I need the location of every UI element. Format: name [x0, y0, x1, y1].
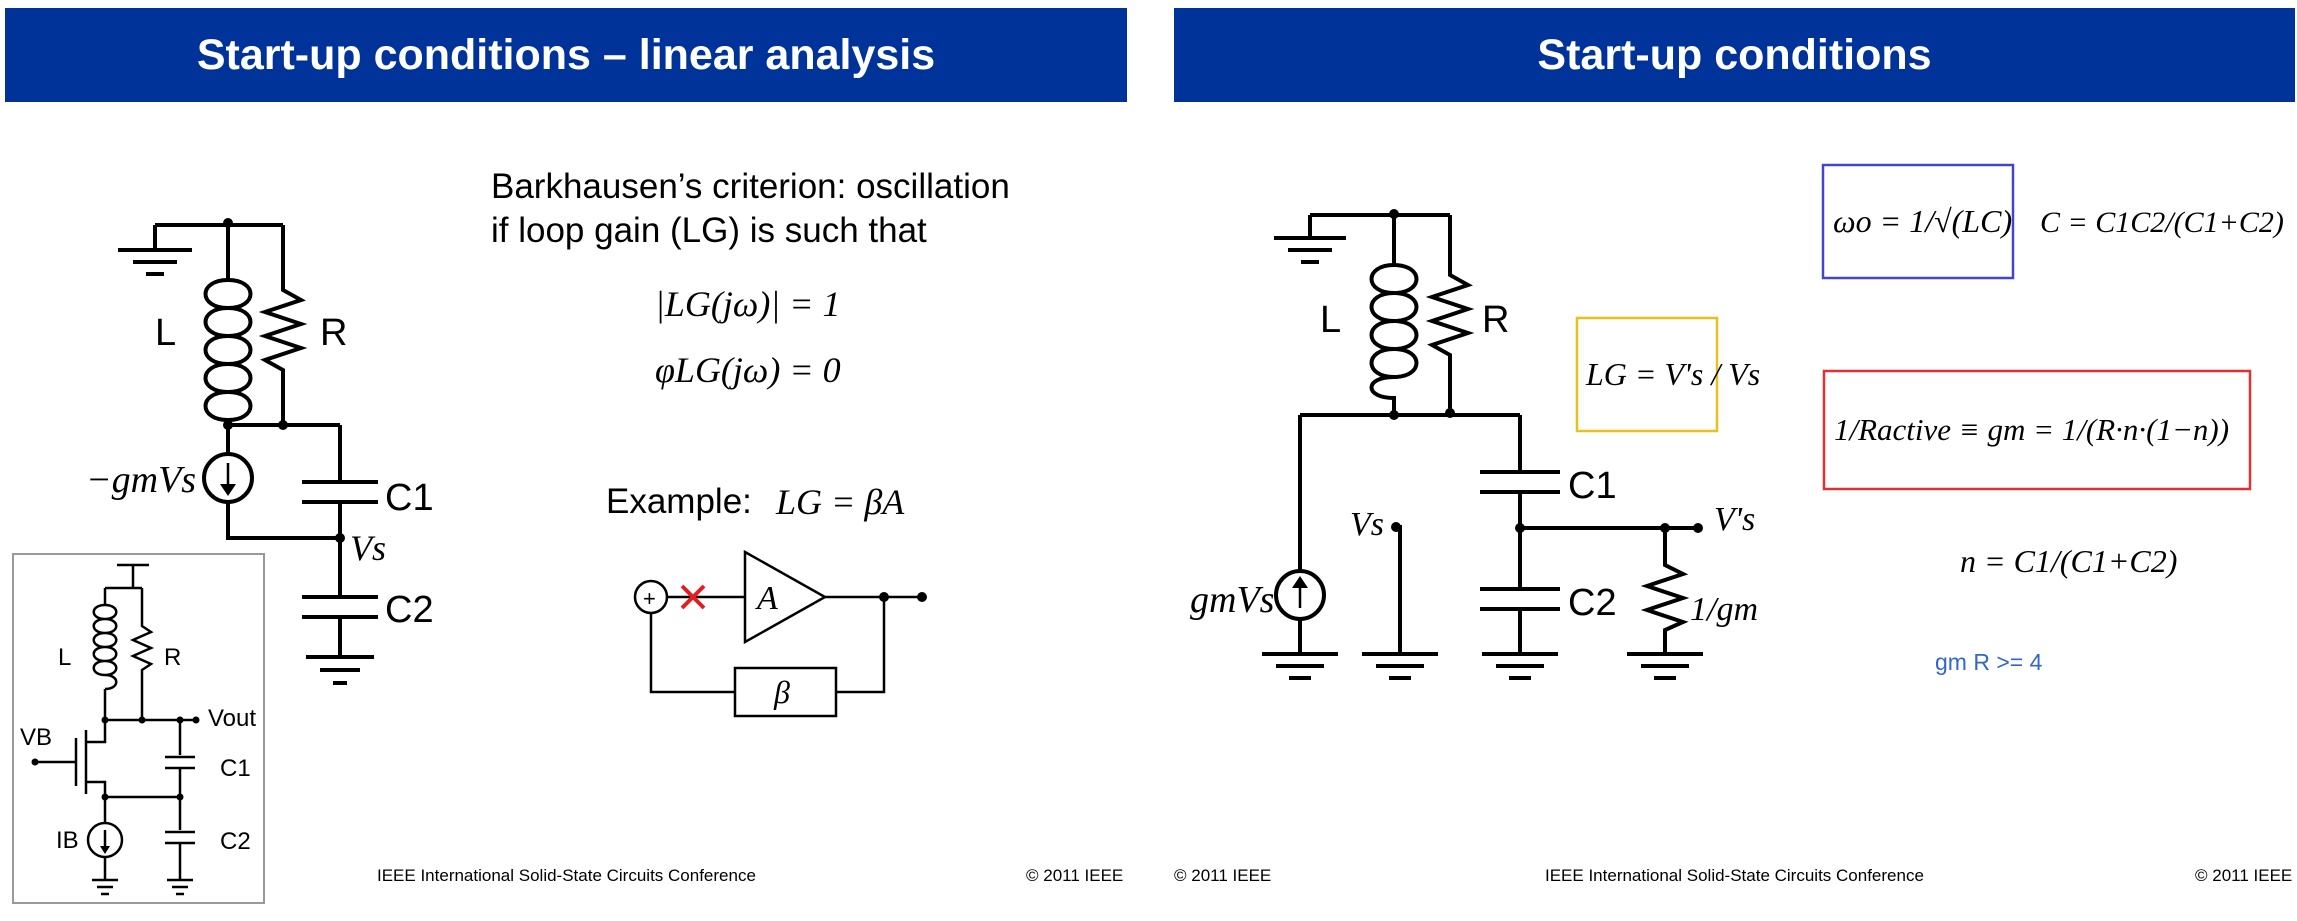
- left-footer-center: IEEE International Solid-State Circuits …: [377, 866, 756, 885]
- inset-transistor-icon: [35, 720, 107, 797]
- x-mark-icon: [680, 584, 706, 610]
- eq-omega: ωo = 1/√(LC): [1833, 203, 2012, 239]
- capacitor-c2-icon: [302, 595, 378, 619]
- inset-label-R: R: [164, 644, 181, 671]
- eq-ractive: 1/Ractive ≡ gm = 1/(R·n·(1−n)): [1834, 412, 2229, 447]
- eq-phase: φLG(jω) = 0: [655, 350, 841, 390]
- right-label-R: R: [1482, 299, 1509, 341]
- right-label-c1: C1: [1568, 465, 1617, 507]
- left-slide-title: Start-up conditions – linear analysis: [5, 8, 1127, 102]
- example-label: Example:: [606, 482, 752, 521]
- right-label-c2: C2: [1568, 582, 1617, 624]
- left-main-circuit: L R −gmVs C1 Vs C2 |LG(jω)| = 1 φLG(jω) …: [86, 218, 927, 718]
- eq-c: C = C1C2/(C1+C2): [2040, 206, 2284, 239]
- inset-box: [12, 553, 265, 904]
- eq-magnitude: |LG(jω)| = 1: [655, 284, 841, 324]
- inset-circuit: L R Vout VB C1 IB C2: [20, 563, 256, 896]
- left-footer-right: © 2011 IEEE: [1026, 866, 1124, 885]
- note-gmr: gm R >= 4: [1935, 649, 2043, 675]
- ractive-box: [1822, 369, 2252, 491]
- right-resistor-icon: [1425, 215, 1475, 413]
- right-title-text: Start-up conditions: [1537, 30, 1932, 79]
- right-footer-left: © 2011 IEEE: [1174, 866, 1272, 885]
- right-label-vsprime: V's: [1714, 501, 1755, 538]
- lg-box: [1575, 316, 1719, 433]
- right-slide-title: Start-up conditions: [1174, 8, 2295, 102]
- ground-icon-2: [306, 655, 374, 685]
- omega-box: [1821, 163, 2015, 280]
- label-R: R: [320, 312, 347, 354]
- example-eq: LG = βA: [775, 482, 905, 522]
- amp-label: A: [755, 580, 778, 617]
- right-label-vs: Vs: [1350, 506, 1384, 543]
- adder-label: +: [643, 586, 656, 611]
- right-inductor-icon: [1369, 214, 1419, 413]
- inset-inductor-icon: [92, 603, 118, 720]
- criterion-line-2: if loop gain (LG) is such that: [491, 211, 927, 250]
- resistor-icon: [258, 225, 308, 425]
- eq-lg: LG = V's / Vs: [1585, 356, 1760, 392]
- inset-label-c1: C1: [220, 755, 251, 782]
- ground-icon: [118, 248, 192, 276]
- eq-n: n = C1/(C1+C2): [1960, 543, 2177, 579]
- right-capacitor-c2-icon: [1480, 587, 1560, 611]
- inset-label-L: L: [58, 644, 71, 671]
- capacitor-c1-icon: [302, 480, 378, 504]
- inset-label-vout: Vout: [208, 705, 256, 732]
- label-C1: C1: [385, 477, 434, 519]
- right-label-source: gmVs: [1190, 579, 1274, 621]
- inset-label-ib: IB: [56, 827, 79, 854]
- label-L: L: [155, 312, 176, 354]
- right-ground-icon: [1274, 236, 1346, 264]
- inset-label-c2: C2: [220, 828, 251, 855]
- right-label-L: L: [1320, 299, 1341, 341]
- inductor-icon: [203, 222, 253, 430]
- criterion-text: Barkhausen’s criterion: oscillation if l…: [491, 165, 1010, 253]
- inset-label-vb: VB: [20, 724, 52, 751]
- label-source: −gmVs: [86, 459, 196, 501]
- right-load-resistor-icon: [1627, 528, 1703, 680]
- label-C2: C2: [385, 589, 434, 631]
- right-label-load: 1/gm: [1690, 591, 1758, 628]
- amplifier-icon: [743, 549, 828, 645]
- right-main-circuit: L R gmVs Vs C1 C2 V's 1/gm LG = V's / Vs…: [1190, 163, 2284, 680]
- label-Vs: Vs: [350, 528, 386, 568]
- inset-resistor-icon: [129, 588, 155, 720]
- right-footer-center: IEEE International Solid-State Circuits …: [1545, 866, 1924, 885]
- criterion-line-1: Barkhausen’s criterion: oscillation: [491, 167, 1010, 206]
- feedback-label: β: [773, 674, 790, 710]
- left-title-text: Start-up conditions – linear analysis: [196, 30, 936, 79]
- right-footer-right: © 2011 IEEE: [2195, 866, 2293, 885]
- right-capacitor-c1-icon: [1480, 470, 1560, 494]
